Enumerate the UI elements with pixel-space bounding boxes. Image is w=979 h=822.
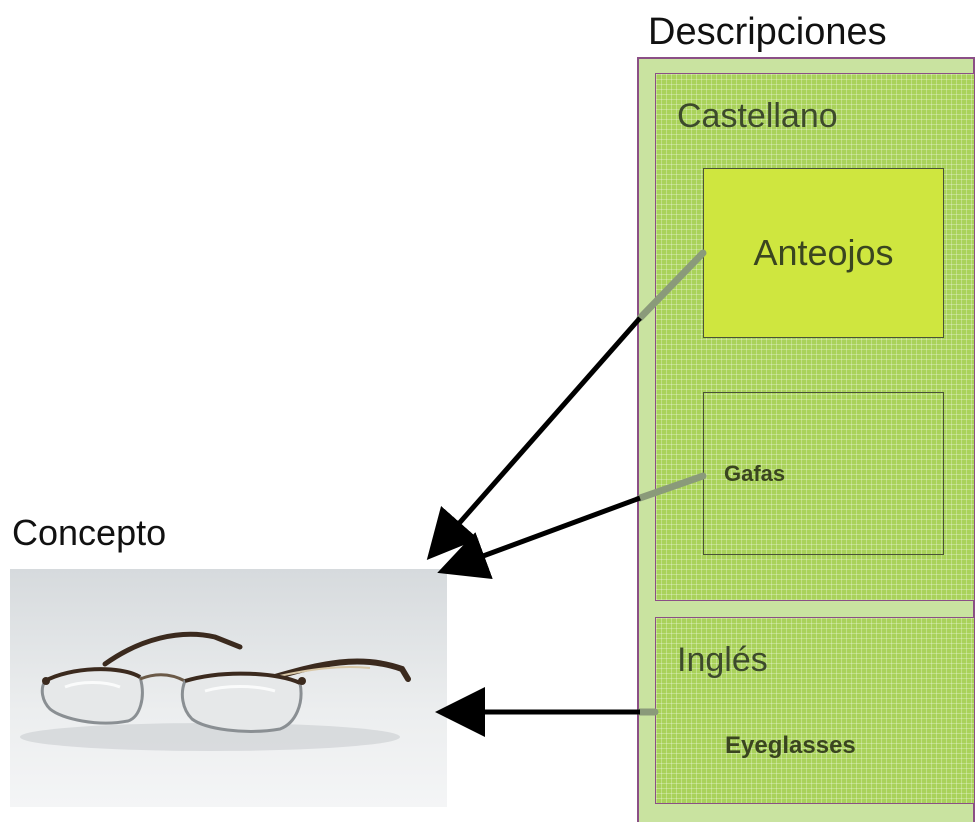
arrow-anteojos-to-concept: [440, 253, 703, 545]
arrow-gafas-to-concept: [456, 476, 703, 566]
